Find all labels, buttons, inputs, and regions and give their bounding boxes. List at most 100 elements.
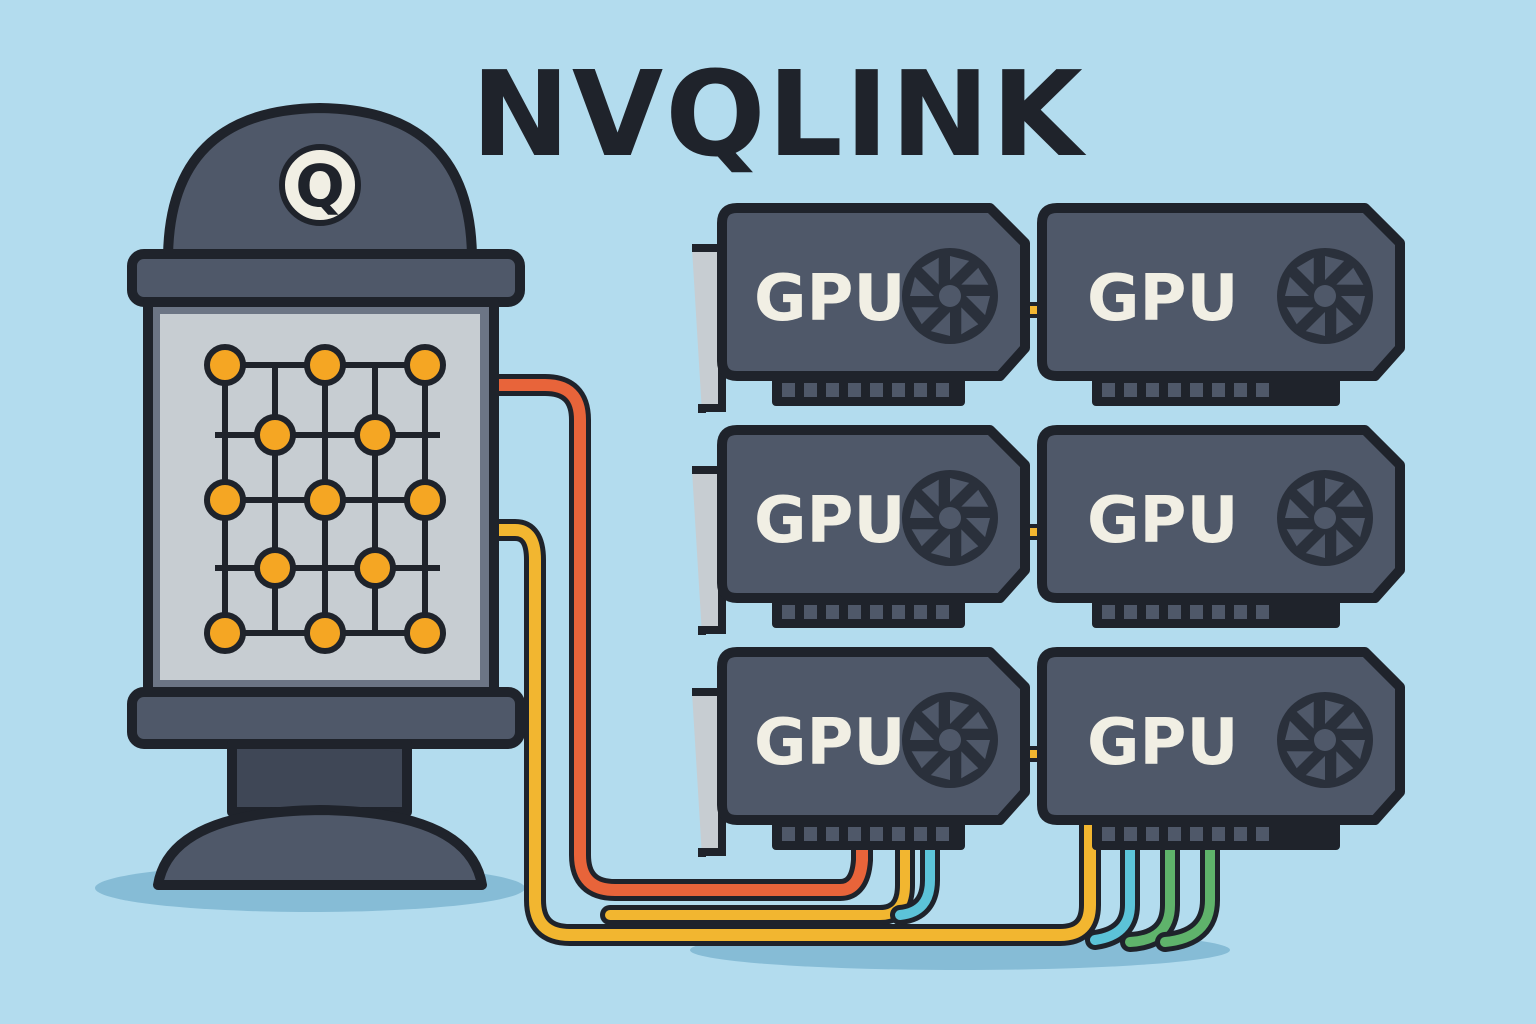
gpu-pin xyxy=(1234,605,1247,619)
qubit xyxy=(304,612,346,654)
gpu-card: GPU xyxy=(692,647,1030,857)
fan-blade xyxy=(1296,479,1314,507)
fan-hub xyxy=(939,507,961,529)
qubit xyxy=(404,479,446,521)
fan-blade xyxy=(910,720,934,740)
gpu-pin xyxy=(826,383,839,397)
qubit xyxy=(354,414,396,456)
fan-blade xyxy=(950,478,970,502)
gpu-pin xyxy=(848,383,861,397)
gpu-pin xyxy=(1124,605,1137,619)
gpu-pin xyxy=(1102,827,1115,841)
gpu-pin xyxy=(804,605,817,619)
gpu-pin xyxy=(848,827,861,841)
fan-blade xyxy=(966,740,990,760)
gpu-label: GPU xyxy=(754,262,905,336)
gpu-pin xyxy=(936,827,949,841)
qpu-bottom-cap xyxy=(127,687,525,749)
qpu-logo xyxy=(279,144,361,226)
qubit xyxy=(204,479,246,521)
gpu-pin xyxy=(826,605,839,619)
gpu-pin xyxy=(1256,827,1269,841)
fan-blade xyxy=(911,751,939,769)
qubit-grid xyxy=(204,344,446,654)
fan-blade xyxy=(1285,276,1309,296)
gpu-pin xyxy=(1146,605,1159,619)
fan-blade xyxy=(911,529,939,547)
gpu-bracket xyxy=(692,244,726,413)
fan-blade xyxy=(1341,296,1365,316)
fan-blade xyxy=(910,276,934,296)
gpu-pin xyxy=(782,383,795,397)
cables xyxy=(484,374,1220,952)
gpu-label: GPU xyxy=(1087,262,1238,336)
gpu-pin xyxy=(782,827,795,841)
title: NVQLINK xyxy=(471,45,1087,183)
gpu-pin xyxy=(1102,605,1115,619)
gpu-card: GPU xyxy=(1037,425,1405,628)
gpu-pin xyxy=(892,383,905,397)
gpu-card: GPU xyxy=(692,425,1030,635)
fan-blade xyxy=(1325,700,1345,724)
gpu-pin xyxy=(804,383,817,397)
fan-blade xyxy=(961,267,989,285)
gpu-pin xyxy=(870,383,883,397)
fan-blade xyxy=(1325,256,1345,280)
gpu-label: GPU xyxy=(754,484,905,558)
fan-blade xyxy=(1305,312,1325,336)
gpu-pin xyxy=(1168,383,1181,397)
gpu-pin xyxy=(914,383,927,397)
gpu-label: GPU xyxy=(754,706,905,780)
gpu-pin xyxy=(1124,827,1137,841)
qubit xyxy=(404,612,446,654)
gpu-pin xyxy=(1256,605,1269,619)
fan-blade xyxy=(1336,711,1364,729)
fan-blade xyxy=(1285,720,1309,740)
gpu-pin xyxy=(1168,605,1181,619)
gpu-pin xyxy=(1146,827,1159,841)
gpu-pin xyxy=(1146,383,1159,397)
gpu-pin xyxy=(782,605,795,619)
fan-blade xyxy=(966,296,990,316)
gpu-bracket xyxy=(692,688,726,857)
fan-blade xyxy=(1336,751,1354,779)
gpu-pin xyxy=(1190,383,1203,397)
fan-blade xyxy=(1336,267,1364,285)
fan-blade xyxy=(1285,498,1309,518)
qubit xyxy=(254,414,296,456)
fan-blade xyxy=(1286,529,1314,547)
gpu-label: GPU xyxy=(1087,706,1238,780)
fan-hub xyxy=(1314,729,1336,751)
gpu-card: GPU xyxy=(1037,203,1405,406)
gpu-pin xyxy=(870,605,883,619)
fan-blade xyxy=(961,529,979,557)
fan-blade xyxy=(930,534,950,558)
qpu-neck xyxy=(227,739,412,817)
fan-blade xyxy=(961,489,989,507)
gpu-pin xyxy=(848,605,861,619)
gpu-pin xyxy=(1256,383,1269,397)
fan-blade xyxy=(950,256,970,280)
fan-blade xyxy=(1336,529,1354,557)
fan-blade xyxy=(921,257,939,285)
fan-hub xyxy=(1314,285,1336,307)
fan-blade xyxy=(1305,534,1325,558)
fan-blade xyxy=(930,312,950,336)
fan-blade xyxy=(1286,751,1314,769)
gpu-pin xyxy=(1168,827,1181,841)
fan-blade xyxy=(966,518,990,538)
gpu-pin xyxy=(1102,383,1115,397)
fan-blade xyxy=(930,756,950,780)
qubit xyxy=(204,612,246,654)
fan-blade xyxy=(1336,489,1364,507)
qpu-top-cap xyxy=(127,249,525,307)
fan-hub xyxy=(939,729,961,751)
gpu-pin xyxy=(936,383,949,397)
fan-blade xyxy=(961,307,979,335)
fan-blade xyxy=(1296,701,1314,729)
fan-blade xyxy=(1305,756,1325,780)
gpu-pin xyxy=(914,827,927,841)
fan-blade xyxy=(961,711,989,729)
gpu-pin xyxy=(1190,605,1203,619)
